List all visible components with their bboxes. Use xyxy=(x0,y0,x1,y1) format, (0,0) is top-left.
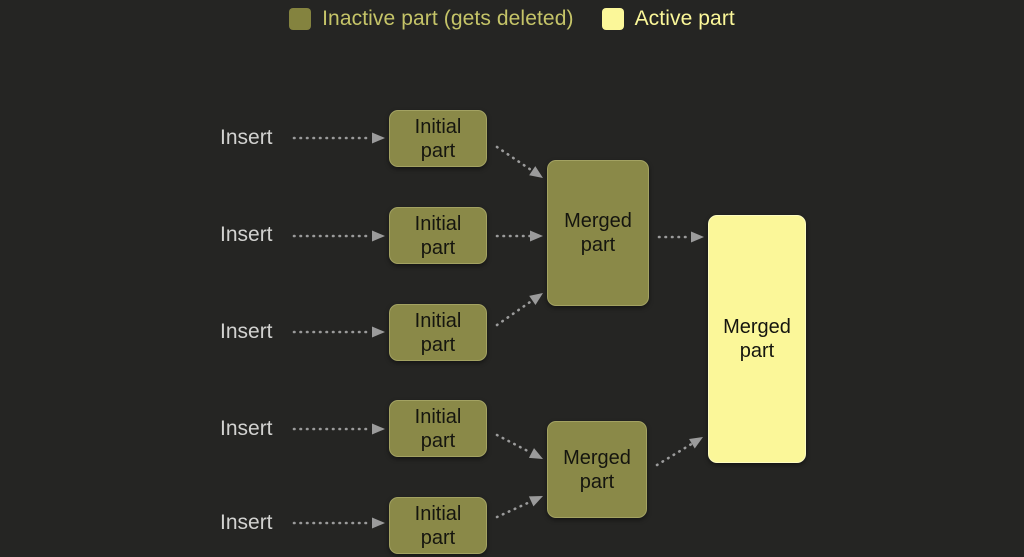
arrow-initial-5-to-merged-2 xyxy=(495,496,543,519)
node-initial-3[interactable]: Initial part xyxy=(389,304,487,361)
node-initial-5[interactable]: Initial part xyxy=(389,497,487,554)
arrow-merged-2-to-final xyxy=(655,437,703,467)
insert-label-1: Insert xyxy=(220,126,273,149)
node-merged-1[interactable]: Merged part xyxy=(547,160,649,306)
node-initial-1[interactable]: Initial part xyxy=(389,110,487,167)
insert-label-5: Insert xyxy=(220,511,273,534)
node-initial-2[interactable]: Initial part xyxy=(389,207,487,264)
arrow-insert-to-initial-3 xyxy=(292,326,385,338)
insert-label-2: Insert xyxy=(220,223,273,246)
legend-item-inactive: Inactive part (gets deleted) xyxy=(289,8,573,30)
legend: Inactive part (gets deleted) Active part xyxy=(0,8,1024,30)
inactive-swatch-icon xyxy=(289,8,312,30)
active-swatch-icon xyxy=(601,8,624,30)
legend-label-inactive: Inactive part (gets deleted) xyxy=(322,7,574,30)
arrow-insert-to-initial-4 xyxy=(292,423,385,435)
arrow-initial-4-to-merged-2 xyxy=(495,433,543,459)
arrow-insert-to-initial-5 xyxy=(292,517,385,529)
legend-item-active: Active part xyxy=(601,7,735,30)
insert-label-4: Insert xyxy=(220,417,273,440)
node-merged-final[interactable]: Merged part xyxy=(708,215,806,463)
arrow-initial-2-to-merged-1 xyxy=(495,230,543,242)
arrow-initial-3-to-merged-1 xyxy=(495,293,543,327)
insert-label-3: Insert xyxy=(220,320,273,343)
arrow-initial-1-to-merged-1 xyxy=(495,145,543,178)
node-merged-2[interactable]: Merged part xyxy=(547,421,647,518)
arrow-insert-to-initial-1 xyxy=(292,132,385,144)
arrow-insert-to-initial-2 xyxy=(292,230,385,242)
legend-label-active: Active part xyxy=(634,7,735,30)
node-initial-4[interactable]: Initial part xyxy=(389,400,487,457)
arrow-merged-1-to-final xyxy=(657,231,704,243)
